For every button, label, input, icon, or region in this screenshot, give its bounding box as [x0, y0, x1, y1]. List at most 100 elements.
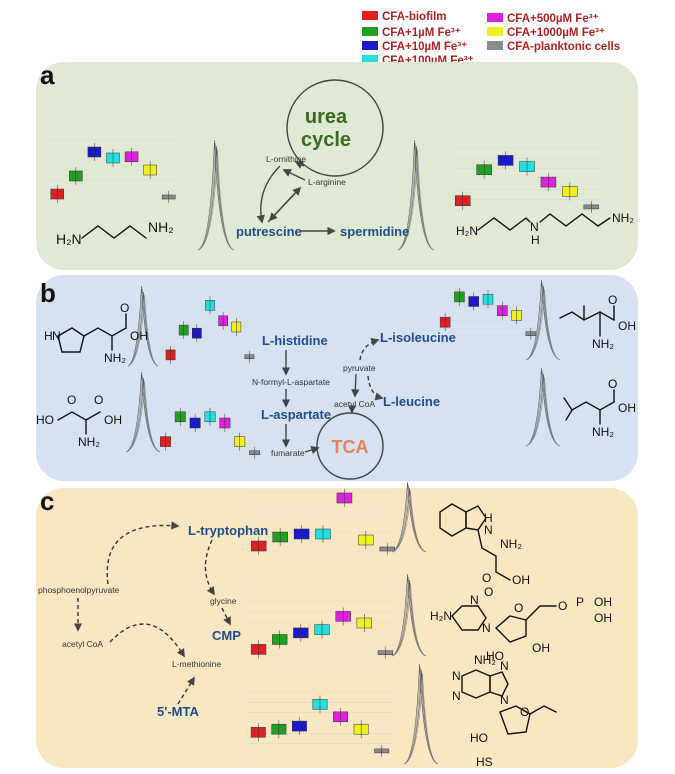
chromatogram-trace — [391, 573, 427, 657]
mta-chain — [529, 705, 557, 715]
chromatogram-trace — [525, 367, 561, 447]
boxplot-thumbnail — [438, 287, 538, 340]
arrow-pyruvate-acetylcoa — [351, 373, 360, 398]
chromatogram-trace — [125, 374, 161, 453]
boxplot-thumbnail — [248, 589, 396, 659]
legend-label-cfa-10um: CFA+10µM Fe³⁺ — [382, 41, 467, 53]
mta-ribose — [499, 705, 531, 735]
cmp-o3: O — [558, 599, 567, 613]
boxplot-thumbnails — [48, 139, 602, 757]
panel-a-pathway: urea cycle L-ornithine L-arginine putres… — [56, 79, 634, 247]
isoleucine-nh2: NH₂ — [592, 337, 614, 351]
histidine-o: O — [120, 301, 129, 315]
boxplot-thumbnail — [48, 139, 178, 203]
chromatogram-trace — [403, 672, 439, 765]
arrow-acetylcoa-methionine — [109, 623, 185, 658]
cmp-ho1: HO — [486, 649, 504, 663]
chromatogram-peaks — [125, 139, 561, 765]
metabolite-l-isoleucine: L-isoleucine — [380, 330, 456, 345]
cmp-h2n: H₂N — [430, 609, 452, 623]
tryptophan-o: O — [482, 571, 491, 585]
histidine-h: H — [44, 329, 53, 343]
cmp-pyrimidine — [451, 605, 487, 631]
mta-n2: N — [452, 689, 461, 703]
chromatogram-trace — [125, 371, 161, 453]
mta-nh2: NH₂ — [474, 653, 496, 667]
chromatogram-trace — [125, 377, 161, 453]
mta-ho: HO — [470, 731, 488, 745]
metabolite-l-aspartate: L-aspartate — [261, 407, 331, 422]
chromatogram-trace — [525, 376, 561, 447]
mta-n4: N — [500, 693, 509, 707]
boxplot-thumbnail — [248, 691, 392, 757]
tryptophan-chain — [477, 529, 511, 581]
spermidine-h2n: H₂N — [456, 224, 478, 238]
chromatogram-trace — [397, 148, 435, 251]
boxplot-thumbnail — [158, 391, 262, 459]
cmp-oh2: OH — [594, 611, 612, 625]
panel-c-pathway: L-tryptophan phosphoenolpyruvate acetyl … — [38, 503, 612, 769]
chromatogram-trace — [127, 291, 159, 367]
cmp-n2: N — [482, 621, 491, 635]
leucine-nh2: NH₂ — [592, 425, 614, 439]
chromatogram-trace — [197, 139, 235, 251]
chromatogram-trace — [525, 370, 561, 447]
legend-swatch-cfa-500um — [487, 13, 503, 22]
chromatogram-trace — [127, 285, 159, 367]
chromatogram-trace — [525, 279, 561, 361]
arrow-pyruvate-isoleucine — [359, 337, 380, 361]
putrescine-nh2: NH₂ — [148, 219, 174, 235]
cmp-o1: O — [484, 585, 493, 599]
aspartate-o2: O — [94, 393, 103, 407]
chromatogram-trace — [127, 294, 159, 367]
panel-b-pathway: L-histidine N-formyl-L-aspartate L-aspar… — [36, 293, 636, 480]
arrow-arginine-ornithine — [282, 169, 306, 181]
boxplot-thumbnail — [164, 295, 256, 364]
metabolite-l-ornithine: L-ornithine — [266, 154, 306, 164]
metabolite-5-mta: 5'-MTA — [157, 704, 199, 719]
panel-c-background — [36, 488, 638, 768]
spermidine-nh2: NH₂ — [612, 211, 634, 225]
metabolite-acetyl-coa-c: acetyl CoA — [62, 639, 103, 649]
mta-purine-5 — [489, 671, 509, 697]
legend-label-cfa-biofilm: CFA-biofilm — [382, 11, 447, 23]
metabolite-l-methionine: L-methionine — [172, 659, 221, 669]
cmp-oh1: OH — [594, 595, 612, 609]
isoleucine-o: O — [608, 293, 617, 307]
tryptophan-oh: OH — [512, 573, 530, 587]
legend: CFA-biofilm CFA+1µM Fe³⁺ CFA+10µM Fe³⁺ C… — [362, 11, 620, 67]
chromatogram-trace — [197, 148, 235, 251]
tryptophan-n: N — [484, 523, 493, 537]
panel-label-a: a — [40, 60, 55, 90]
putrescine-chain — [81, 225, 147, 239]
tryptophan-pyrrole — [465, 505, 487, 531]
cmp-ribose — [494, 615, 527, 643]
metabolite-l-arginine: L-arginine — [308, 177, 346, 187]
aspartate-oh: OH — [104, 413, 122, 427]
urea-cycle-circle — [286, 79, 384, 177]
chromatogram-trace — [391, 579, 427, 657]
arrow-tryptophan-glycine — [204, 539, 215, 596]
isoleucine-oh: OH — [618, 319, 636, 333]
metabolite-n-formyl-l-aspartate: N-formyl-L-aspartate — [252, 377, 330, 387]
metabolite-pyruvate: pyruvate — [343, 363, 376, 373]
leucine-oh: OH — [618, 401, 636, 415]
chromatogram-trace — [525, 373, 561, 447]
histidine-imidazole-ring — [57, 327, 85, 353]
metabolite-acetyl-coa: acetyl CoA — [334, 399, 375, 409]
metabolite-phosphoenolpyruvate: phosphoenolpyruvate — [38, 585, 120, 595]
chromatogram-trace — [397, 139, 435, 251]
cmp-p: P — [576, 595, 584, 609]
chromatogram-trace — [525, 282, 561, 361]
chromatogram-trace — [403, 666, 439, 765]
chromatogram-trace — [391, 582, 427, 657]
aspartate-nh2: NH₂ — [78, 435, 100, 449]
chromatogram-trace — [397, 142, 435, 251]
histidine-oh: OH — [130, 329, 148, 343]
mta-n1: N — [452, 669, 461, 683]
chromatogram-trace — [197, 145, 235, 251]
legend-swatch-cfa-biofilm — [362, 11, 378, 20]
urea-cycle-label-1: urea — [305, 106, 348, 128]
chromatogram-trace — [403, 663, 439, 765]
